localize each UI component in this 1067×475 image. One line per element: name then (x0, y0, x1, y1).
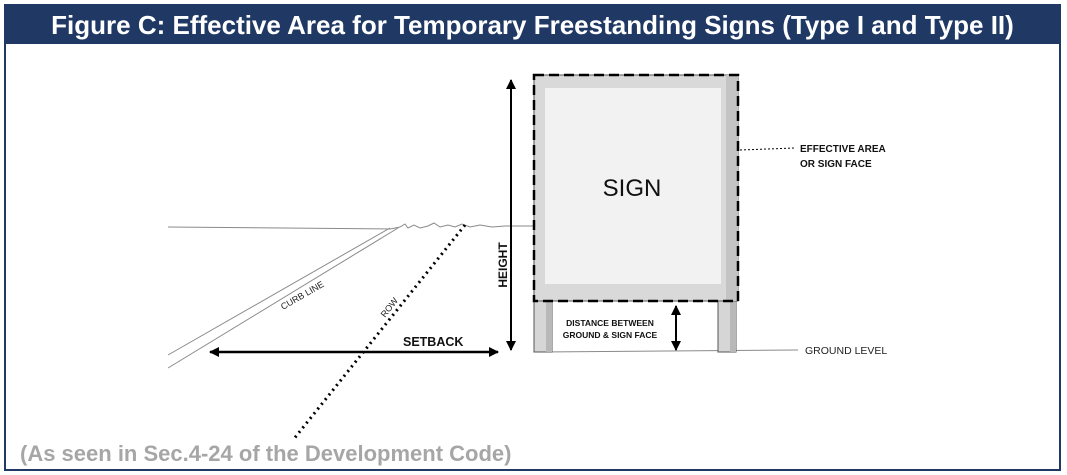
ground-level-line (539, 349, 799, 353)
left-post-shade (546, 300, 552, 352)
sign-board-side (726, 75, 738, 301)
distance-label-1: DISTANCE BETWEEN (566, 318, 654, 328)
ground-level-label: GROUND LEVEL (805, 345, 887, 357)
row-label: ROW (379, 295, 401, 319)
height-label: HEIGHT (496, 242, 510, 288)
figure-title: Figure C: Effective Area for Temporary F… (6, 6, 1059, 44)
sign-face (545, 88, 721, 284)
sign-label: SIGN (603, 175, 662, 202)
setback-label: SETBACK (403, 335, 463, 349)
curb-line-label: CURB LINE (279, 279, 326, 312)
right-post-shade (730, 300, 736, 352)
effective-area-label-2: OR SIGN FACE (800, 159, 872, 170)
distance-label-2: GROUND & SIGN FACE (563, 330, 658, 340)
curb-line-outer (167, 227, 391, 356)
row-line (291, 224, 467, 441)
effective-area-label-1: EFFECTIVE AREA (800, 144, 886, 155)
grass-line (389, 222, 535, 230)
curb-line-inner (167, 227, 399, 369)
figure-caption: (As seen in Sec.4-24 of the Development … (20, 441, 512, 466)
terrain-line (167, 226, 391, 230)
figure-frame: Figure C: Effective Area for Temporary F… (4, 4, 1061, 471)
effective-area-leader (739, 147, 796, 151)
effective-area-outline (532, 73, 740, 303)
